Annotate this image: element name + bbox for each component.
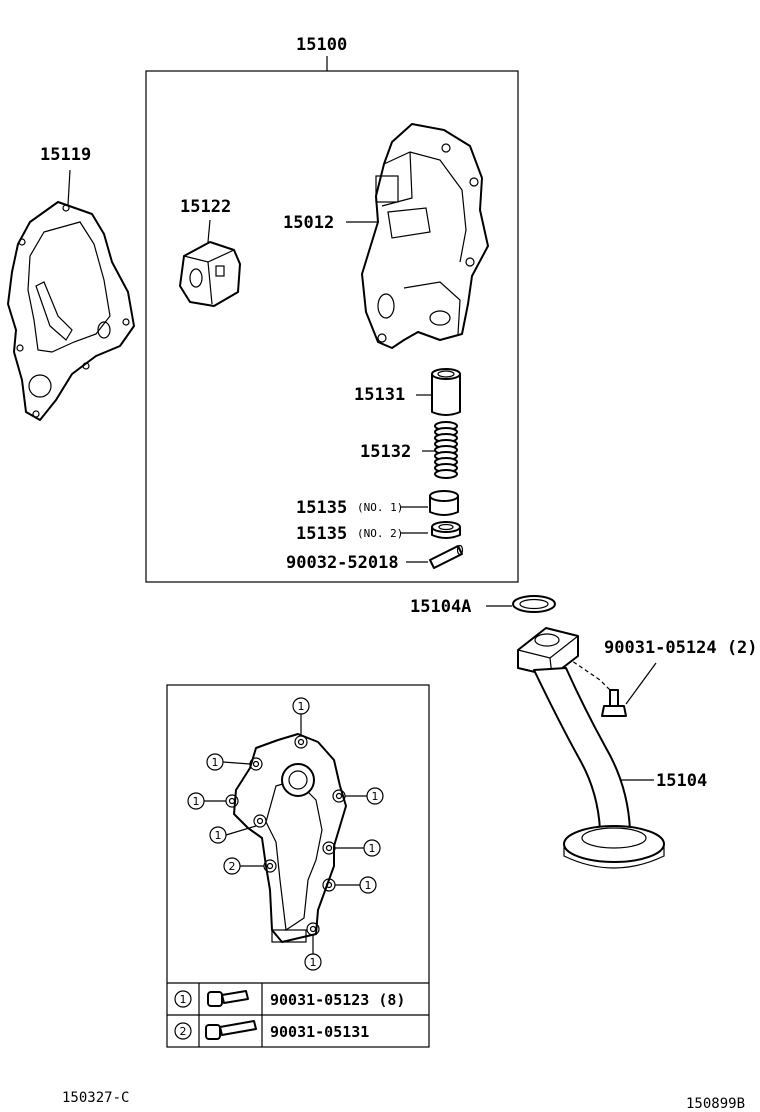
plug1-illustration bbox=[429, 490, 459, 516]
inset-callout-number: 1 bbox=[372, 790, 379, 803]
table-row2-symbol: 2 bbox=[180, 1025, 187, 1038]
spring-part-label: 15132 bbox=[360, 442, 411, 462]
assembly-number-label: 15100 bbox=[296, 35, 347, 55]
table-row2-symbol-circle bbox=[174, 1022, 192, 1040]
strainer-bolt-leader bbox=[625, 662, 657, 705]
inset-callout-leaders bbox=[204, 714, 367, 954]
bolt-short-icon bbox=[207, 990, 249, 1007]
inset-callout-number: 1 bbox=[212, 756, 219, 769]
inset-pump-outline bbox=[233, 733, 347, 943]
inset-callout-number: 1 bbox=[310, 956, 317, 969]
pin-illustration bbox=[429, 544, 464, 569]
pump-body-part-label: 15012 bbox=[283, 213, 334, 233]
pin-part-label: 90032-52018 bbox=[286, 553, 399, 573]
bolt-long-icon bbox=[205, 1020, 257, 1040]
strainer-illustration bbox=[517, 627, 665, 869]
gasket-part-label: 15119 bbox=[40, 145, 91, 165]
pump-body-illustration bbox=[361, 123, 489, 349]
plug1-part-label: 15135 bbox=[296, 498, 347, 518]
inset-callout-number: 1 bbox=[369, 842, 376, 855]
relief-valve-part-label: 15131 bbox=[354, 385, 405, 405]
footer-right-code: 150899B bbox=[686, 1096, 745, 1112]
rotor-part-label: 15122 bbox=[180, 197, 231, 217]
inset-callout-number: 1 bbox=[193, 795, 200, 808]
plug2-part-label: 15135 bbox=[296, 524, 347, 544]
plug1-note: (NO. 1) bbox=[357, 501, 403, 514]
rotor-leader bbox=[207, 219, 211, 243]
inset-callout-circles bbox=[187, 697, 384, 971]
gasket-leader bbox=[67, 169, 71, 206]
strainer-part-label: 15104 bbox=[656, 771, 707, 791]
gasket-illustration bbox=[7, 201, 135, 421]
table-row1-part-number: 90031-05123 (8) bbox=[270, 991, 405, 1009]
plug2-illustration bbox=[431, 521, 461, 539]
inset-callout-number: 2 bbox=[229, 860, 236, 873]
strainer-bolt-part-label: 90031-05124 (2) bbox=[604, 638, 758, 658]
relief-valve-illustration bbox=[431, 368, 461, 416]
footer-left-code: 150327-C bbox=[62, 1090, 129, 1106]
spring-illustration bbox=[434, 421, 458, 479]
inset-callout-number: 1 bbox=[298, 700, 305, 713]
oring-part-label: 15104A bbox=[410, 597, 471, 617]
oring-illustration bbox=[512, 595, 556, 613]
inset-frame bbox=[166, 684, 430, 1048]
rotor-illustration bbox=[179, 241, 241, 307]
assembly-frame bbox=[145, 70, 519, 583]
plug2-note: (NO. 2) bbox=[357, 527, 403, 540]
inset-callout-number: 1 bbox=[365, 879, 372, 892]
table-row1-symbol: 1 bbox=[180, 993, 187, 1006]
inset-callout-number: 1 bbox=[215, 829, 222, 842]
table-row2-part-number: 90031-05131 bbox=[270, 1023, 369, 1041]
table-row1-symbol-circle bbox=[174, 990, 192, 1008]
